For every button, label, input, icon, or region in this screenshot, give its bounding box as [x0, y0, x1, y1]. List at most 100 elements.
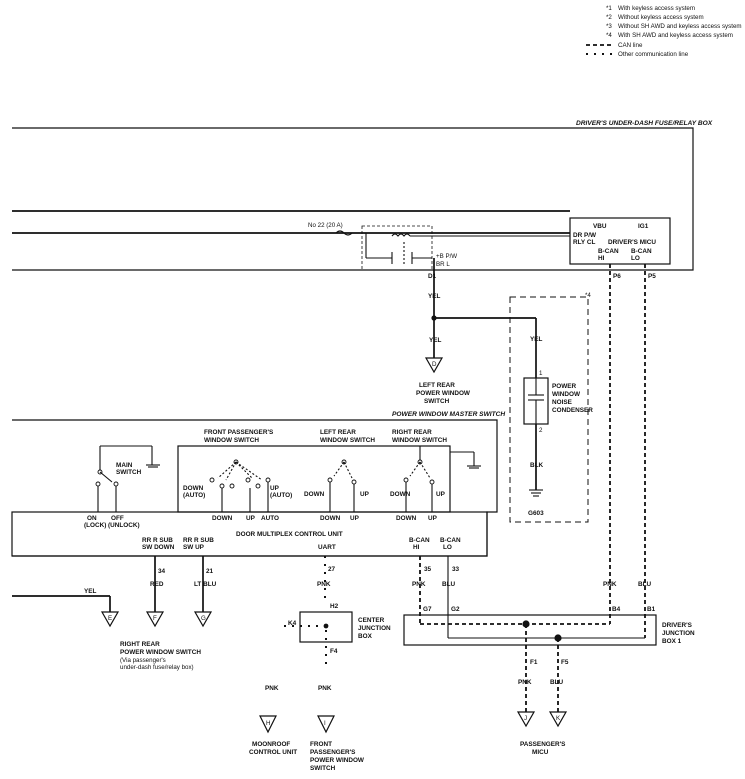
micu-drpw-1: DR P/W — [573, 232, 597, 239]
legend-text-2: Without keyless access system — [618, 14, 704, 21]
condenser-label-4: CONDENSER — [552, 407, 593, 414]
rr-pw-label-3: (Via passenger's — [120, 657, 166, 664]
fp-down-auto-2: (AUTO) — [183, 492, 205, 499]
wire-label-yel-4: YEL — [84, 588, 97, 595]
fp-blade-4 — [235, 461, 263, 481]
lr-pw-label-3: SWITCH — [424, 398, 450, 405]
splice-yel — [431, 315, 437, 321]
pin-d1: D1 — [428, 273, 437, 280]
condenser-label-2: WINDOW — [552, 391, 581, 398]
rr-down-1: DOWN — [390, 491, 411, 498]
pin-21: 21 — [206, 568, 214, 575]
connector-g: G — [201, 615, 206, 622]
lr-pw-label-2: POWER WINDOW — [416, 390, 471, 397]
legend-mark-1: *1 — [606, 5, 612, 12]
connector-i-triangle — [317, 715, 335, 734]
legend-mark-4: *4 — [606, 32, 612, 39]
pin-27: 27 — [328, 566, 336, 573]
pmicu-label-2: MICU — [532, 749, 549, 756]
fp-blade-1 — [217, 461, 237, 479]
rr-contact-1 — [403, 477, 409, 483]
master-switch-label: POWER WINDOW MASTER SWITCH — [392, 411, 505, 418]
condenser-note: *4 — [585, 292, 591, 299]
wire-label-yel-3: YEL — [530, 336, 543, 343]
legend: *1 With keyless access system *2 Without… — [586, 5, 742, 58]
legend-other-text: Other communication line — [618, 51, 689, 58]
center-junction-box: H2 K4 F4 CENTER JUNCTION BOX — [284, 603, 391, 666]
fp-contact-3 — [229, 483, 235, 489]
connector-f: F — [153, 615, 157, 622]
fuse-box-label: DRIVER'S UNDER-DASH FUSE/RELAY BOX — [576, 120, 713, 127]
pin-33: 33 — [452, 566, 460, 573]
legend-text-3: Without SH AWD and keyless access system — [618, 23, 742, 30]
rr-blade-1 — [409, 461, 421, 477]
uart-label: UART — [318, 544, 336, 551]
connector-h: H — [266, 720, 270, 727]
lr-up-2: UP — [350, 515, 360, 522]
wire-label-pnk-1: PNK — [317, 581, 331, 588]
rr-switch-label-1: RIGHT REAR — [392, 429, 432, 436]
connector-d: D — [432, 361, 437, 368]
fp-down-auto-1: DOWN — [183, 485, 204, 492]
djb-label-3: BOX 1 — [662, 638, 682, 645]
main-switch-label-2: SWITCH — [116, 469, 142, 476]
wire-label-pnk-3: PNK — [318, 685, 332, 692]
micu-title: DRIVER'S MICU — [608, 239, 656, 246]
legend-text-1: With keyless access system — [618, 5, 695, 12]
lr-blade-1 — [333, 461, 345, 477]
lr-down-1: DOWN — [304, 491, 325, 498]
lr-blade-2 — [343, 461, 353, 479]
djb-box — [403, 614, 657, 646]
noise-condenser: *4 YEL 1 2 POWER WINDOW NOISE CONDENSER … — [509, 292, 593, 523]
window-switches-box — [177, 445, 451, 513]
rr-sub-down-2: SW DOWN — [142, 544, 175, 551]
legend-mark-3: *3 — [606, 23, 612, 30]
fp-contact-6 — [265, 477, 271, 483]
fp-switch-label-1: FRONT PASSENGER'S — [204, 429, 274, 436]
rr-blade-2 — [419, 461, 431, 479]
center-jb-label-1: CENTER — [358, 617, 385, 624]
condenser-label-3: NOISE — [552, 399, 573, 406]
ground-label: G603 — [528, 510, 544, 517]
rr-pw-label-4: under-dash fuse/relay box) — [120, 664, 194, 671]
rr-switch-label-2: WINDOW SWITCH — [392, 437, 447, 444]
fp-contact-4 — [245, 477, 251, 483]
lr-switch-label-1: LEFT REAR — [320, 429, 356, 436]
fpw-label-3: POWER WINDOW — [310, 757, 365, 764]
fpw-label-2: PASSENGER'S — [310, 749, 356, 756]
lr-up-1: UP — [360, 491, 370, 498]
wire-label-blk: BLK — [530, 462, 544, 469]
condenser-label-1: POWER — [552, 383, 577, 390]
wire-label-blu-1: BLU — [442, 581, 456, 588]
condenser-pin-1: 1 — [539, 370, 543, 377]
rr-sub-down-1: RR R SUB — [142, 537, 173, 544]
pin-f4: F4 — [330, 648, 338, 655]
pmicu-label-1: PASSENGER'S — [520, 741, 566, 748]
main-switch-contact-2 — [95, 481, 101, 487]
rr-sub-up-2: SW UP — [183, 544, 205, 551]
fp-blade-3 — [235, 461, 253, 479]
rr-sub-up-1: RR R SUB — [183, 537, 214, 544]
fp-contact-2 — [219, 483, 225, 489]
wire-label-blu-3: BLU — [550, 679, 564, 686]
pin-f1: F1 — [530, 659, 538, 666]
pin-35: 35 — [424, 566, 432, 573]
relay-outline — [361, 225, 433, 271]
pin-k4: K4 — [288, 620, 297, 627]
fp-up: UP — [246, 515, 256, 522]
fp-contact-1 — [209, 477, 215, 483]
micu-vbu: VBU — [593, 223, 607, 230]
rr-contact-2 — [429, 479, 435, 485]
lr-contact-2 — [351, 479, 357, 485]
wire-label-pnk-2: PNK — [265, 685, 279, 692]
on-lock-1: ON — [87, 515, 97, 522]
fuse-relay-box: DRIVER'S UNDER-DASH FUSE/RELAY BOX No 22… — [12, 120, 713, 271]
drivers-micu-box — [569, 217, 671, 265]
relay-out-label-1: +B P/W — [436, 253, 457, 260]
connector-k: K — [556, 715, 561, 722]
pin-b1: B1 — [647, 606, 656, 613]
fpw-label-1: FRONT — [310, 741, 332, 748]
legend-mark-2: *2 — [606, 14, 612, 21]
fuse-symbol — [335, 230, 353, 236]
